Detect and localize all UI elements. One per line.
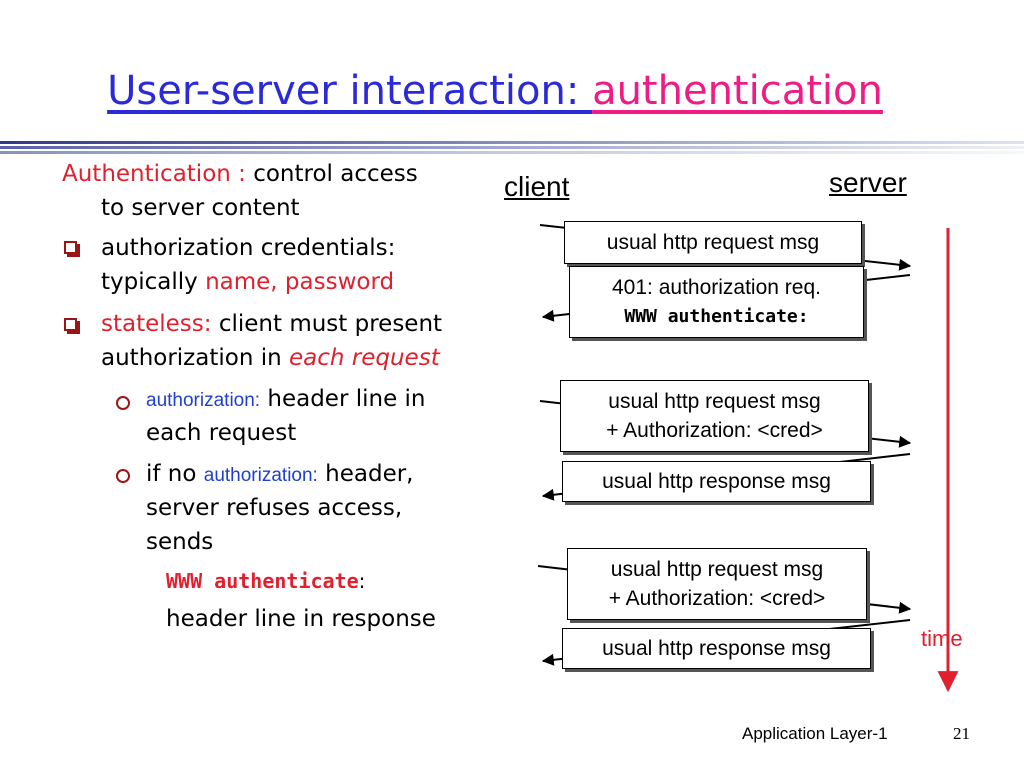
sub2-rest: header, (317, 461, 414, 487)
www-authenticate-line: WWW authenticate: (166, 564, 365, 598)
sub1-rest: header line in (260, 386, 426, 412)
circle-bullet-icon (116, 396, 130, 410)
header-line-in-response: header line in response (166, 606, 436, 632)
sub1-line1: authorization: header line in (146, 382, 426, 418)
message-line: 401: authorization req. (612, 276, 821, 299)
intro-line2: to server content (101, 195, 300, 221)
footer-label: Application Layer-1 (742, 724, 888, 743)
message-line: usual http request msg (610, 558, 824, 581)
intro-term: Authentication : (62, 161, 246, 187)
title-divider (0, 141, 1024, 154)
message-line: + Authorization: <cred> (606, 419, 823, 442)
bullet2-line1: stateless: client must present (101, 307, 442, 341)
message-box: usual http response msg (562, 461, 871, 502)
title-part2: authentication (592, 68, 883, 114)
bullet2-each-request: each request (289, 345, 440, 371)
bullet1-line1: authorization credentials: (101, 235, 396, 261)
message-line: usual http response msg (602, 470, 831, 493)
message-line: usual http request msg (606, 231, 820, 254)
message-line: usual http response msg (602, 637, 831, 660)
page-number: 21 (953, 724, 970, 743)
server-label: server (829, 167, 907, 198)
message-box: usual http request msg + Authorization: … (567, 548, 867, 620)
message-box: usual http response msg (562, 628, 871, 669)
slide-title: User-server interaction: authentication (0, 68, 990, 114)
square-bullet-icon (64, 318, 77, 331)
bullet2-line2: authorization in each request (101, 341, 440, 375)
client-label: client (504, 171, 570, 202)
message-box: usual http request msg + Authorization: … (560, 380, 869, 452)
message-line: usual http request msg (608, 390, 821, 413)
intro-line1: Authentication : control access (62, 157, 418, 191)
time-label: time (921, 626, 963, 651)
sub2-term: authorization: (203, 465, 318, 486)
title-part1: User-server interaction: (107, 68, 593, 114)
square-bullet-icon (64, 241, 77, 254)
circle-bullet-icon (116, 469, 130, 483)
bullet2-auth-in: authorization in (101, 345, 289, 371)
sub2-line2: server refuses access, (146, 495, 403, 521)
sub1-line2: each request (146, 420, 297, 446)
sub2-line3: sends (146, 529, 214, 555)
bullet1-typically: typically (101, 269, 206, 295)
sub2-if-no: if no (146, 461, 204, 487)
bullet1-line2: typically name, password (101, 265, 394, 299)
message-box: usual http request msg (564, 221, 862, 264)
www-authenticate-code: WWW authenticate (166, 569, 359, 593)
bullet1-name-password: name, password (205, 269, 395, 295)
bullet2-rest: client must present (211, 311, 443, 337)
www-authenticate-colon: : (358, 569, 366, 593)
sub2-line1: if no authorization: header, (146, 457, 414, 493)
bullet2-stateless: stateless: (101, 311, 212, 337)
sub1-term: authorization: (146, 390, 261, 411)
message-box: 401: authorization req. WWW authenticate… (569, 266, 864, 338)
message-line: WWW authenticate: (624, 306, 809, 327)
message-line: + Authorization: <cred> (608, 587, 826, 610)
intro-rest: control access (253, 161, 418, 187)
